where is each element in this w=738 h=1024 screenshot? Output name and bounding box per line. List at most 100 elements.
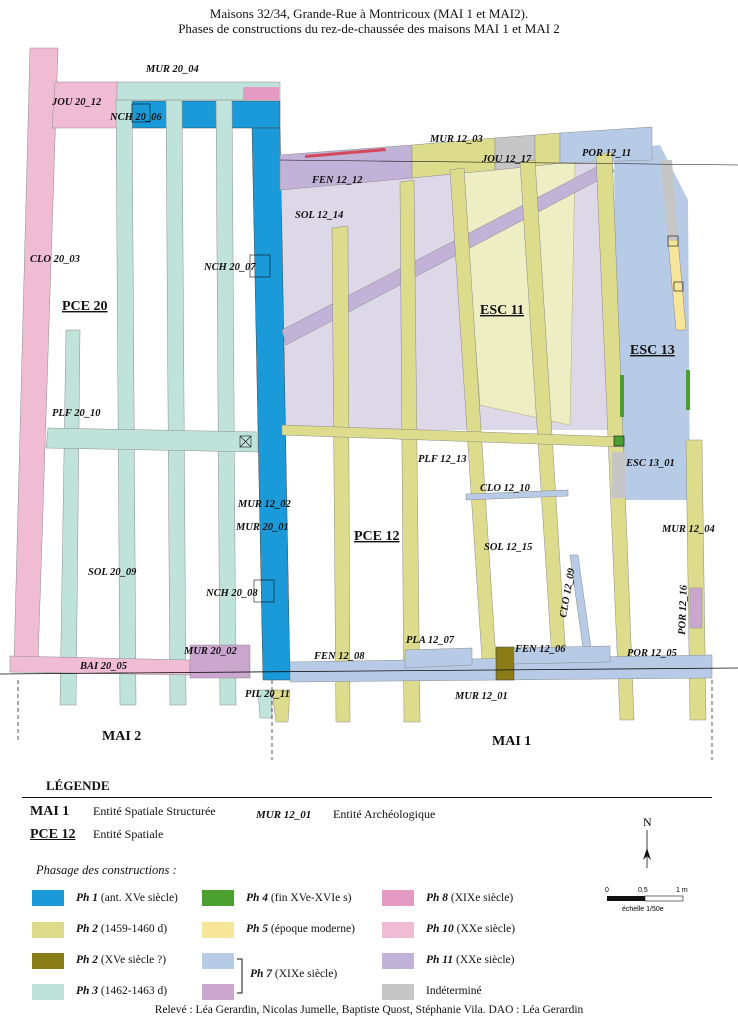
label-mur-20-02: MUR 20_02: [183, 646, 238, 657]
ph7-bracket: [237, 958, 243, 994]
swatch-ph2: [32, 922, 64, 938]
scale-tick-0: 0: [605, 887, 609, 894]
jou-12-17-yellow: [534, 132, 561, 167]
nch-20-06-box: [131, 103, 151, 123]
ph4-marker-2: [686, 370, 690, 410]
north-arrow-icon: [643, 848, 651, 860]
scale-bar-white: [644, 895, 684, 902]
label-mur-12-01: MUR 12_01: [454, 691, 508, 702]
label-pla-12-07: PLA 12_07: [406, 635, 455, 646]
por-12-16-pink: [689, 587, 703, 629]
label-pce-20: PCE 20: [62, 299, 108, 314]
label-jou-20-12: JOU 20_12: [51, 97, 102, 108]
label-clo-20-03: CLO 20_03: [30, 254, 80, 265]
label-plf-12-13: PLF 12_13: [418, 454, 467, 465]
grey-stripe: [660, 160, 678, 240]
ph2b-block: [495, 646, 515, 681]
legend-title: LÉGENDE: [46, 778, 110, 793]
label-fen-12-12: FEN 12_12: [311, 175, 363, 186]
clo-20-03-wall: [13, 47, 59, 663]
pla-12-07-step: [404, 647, 473, 669]
ph3-joists: [59, 99, 273, 719]
joist-a: [271, 689, 291, 723]
fen-12-12-red: [305, 148, 386, 158]
mur-20-04-wall: [116, 81, 281, 101]
legend-row-1: MAI 1 Entité Spatiale Structurée: [30, 804, 216, 820]
legend-desc-mur: Entité Archéologique: [333, 807, 436, 821]
label-sol-20-09: SOL 20_09: [88, 567, 137, 578]
scale-bar-black: [607, 896, 645, 901]
label-pce-12: PCE 12: [354, 529, 400, 544]
label-mai-2: MAI 2: [102, 729, 141, 744]
scale-ratio: échelle 1/50e: [622, 906, 664, 913]
label-fen-12-06: FEN 12_06: [514, 644, 566, 655]
label-esc-13: ESC 13: [630, 343, 675, 358]
label-por-12-11: POR 12_11: [582, 148, 631, 159]
label-jou-12-17: JOU 12_17: [481, 154, 532, 165]
swatch-ph5: [202, 922, 234, 938]
credits-footer: Relevé : Léa Gerardin, Nicolas Jumelle, …: [154, 1004, 584, 1016]
joist-3: [165, 99, 187, 706]
legend-ph2: Ph 2 (1459-1460 d): [76, 923, 168, 935]
cross-box-3: [667, 235, 679, 247]
legend-row-3: PCE 12 Entité Spatiale: [30, 827, 163, 843]
title-line-2: Phases de constructions du rez-de-chauss…: [178, 21, 560, 36]
nch-20-07-box: [249, 254, 271, 278]
north-label: N: [643, 815, 652, 829]
legend-code-mai1: MAI 1: [30, 804, 70, 819]
legend-desc-mai1: Entité Spatiale Structurée: [93, 804, 216, 818]
label-mur-20-04: MUR 20_04: [145, 64, 199, 75]
joist-b: [331, 225, 351, 723]
joist-2: [115, 99, 137, 706]
label-mur-12-02: MUR 12_02: [237, 499, 292, 510]
legend-rule: [22, 797, 712, 798]
swatch-ph10: [382, 922, 414, 938]
legend-ph4: Ph 4 (fin XVe-XVIe s): [246, 892, 352, 904]
label-nch-20-07: NCH 20_07: [203, 262, 256, 273]
label-por-12-05: POR 12_05: [627, 648, 677, 659]
clo-12-10-beam: [465, 489, 569, 501]
label-plf-20-10: PLF 20_10: [52, 408, 101, 419]
label-fen-12-08: FEN 12_08: [313, 651, 365, 662]
swatch-indetermine: [382, 984, 414, 1000]
plf-12-13-beam: [281, 424, 625, 448]
legend-ph3: Ph 3 (1462-1463 d): [76, 985, 168, 997]
label-clo-12-10: CLO 12_10: [480, 483, 531, 494]
scale-tick-1m: 1 m: [676, 887, 688, 894]
label-mai-1: MAI 1: [492, 734, 531, 749]
plf-20-10-beam: [45, 427, 259, 453]
cross-box-1: [239, 435, 252, 448]
street-line: [0, 667, 738, 675]
fen-12-06-step: [513, 645, 611, 665]
mur-20-04-pink: [243, 87, 279, 100]
label-pil-20-11: PIL 20_11: [245, 689, 290, 700]
scale-tick-05: 0,5: [638, 887, 648, 894]
swatch-ph2b: [32, 953, 64, 969]
swatch-ph7a: [202, 953, 234, 969]
legend-ph11: Ph 11 (XXe siècle): [426, 954, 515, 966]
label-por-12-16: POR 12_16: [677, 584, 690, 635]
legend-ph2b: Ph 2 (XVe siècle ?): [76, 954, 167, 966]
joist-g: [685, 439, 707, 721]
nch-20-08-box: [253, 579, 275, 603]
esc-13-01-grey: [612, 452, 626, 498]
cross-1b: [239, 435, 252, 448]
phasage-title: Phasage des constructions :: [36, 863, 177, 877]
legend-ph5: Ph 5 (époque moderne): [246, 923, 355, 935]
label-sol-12-15: SOL 12_15: [484, 542, 532, 553]
swatch-ph8: [382, 890, 414, 906]
label-mur-12-03: MUR 12_03: [429, 134, 483, 145]
legend-ph7: Ph 7 (XIXe siècle): [250, 968, 338, 980]
swatch-ph3: [32, 984, 64, 1000]
label-mur-20-01: MUR 20_01: [235, 522, 289, 533]
cross-box-4: [673, 281, 684, 292]
legend-ph8: Ph 8 (XIXe siècle): [426, 892, 514, 904]
joist-4: [215, 99, 237, 706]
label-nch-20-06: NCH 20_06: [109, 112, 162, 123]
legend-row-2: MUR 12_01 Entité Archéologique: [256, 807, 435, 822]
swatch-ph7b: [202, 984, 234, 1000]
label-bai-20-05: BAI 20_05: [79, 661, 127, 672]
cross-box-2: [613, 435, 625, 447]
